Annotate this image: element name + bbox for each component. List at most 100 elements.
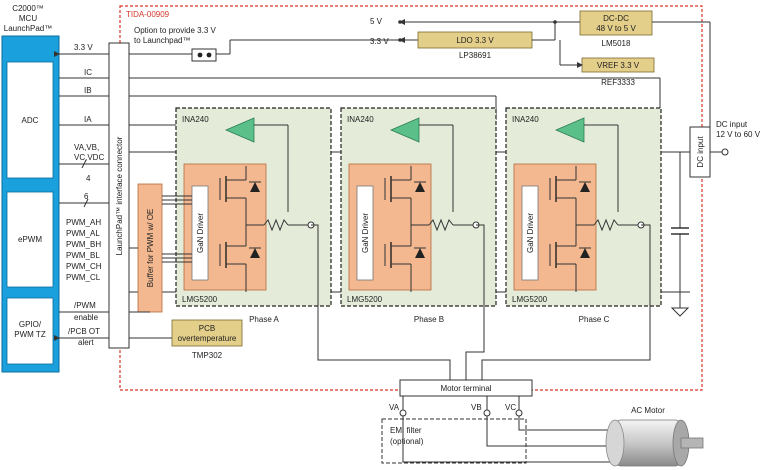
vb-terminal	[483, 409, 491, 417]
adc-label: ADC	[22, 116, 39, 125]
pwm-buffer-label: Buffer for PWM w/ OE	[146, 209, 155, 288]
interface-connector-label: LaunchPad™ interface connector	[115, 136, 124, 255]
dcdc-block	[579, 10, 653, 36]
phase-a-gan-driver-label: GaN Driver	[196, 213, 205, 253]
phase-c-high-side-fet	[549, 166, 591, 202]
vb-motor-wire	[486, 416, 620, 447]
vb-label: VB	[471, 403, 482, 412]
vc-label: VC	[505, 403, 516, 412]
jumper-pin-1	[197, 52, 203, 58]
phase-a-shunt-resistor	[263, 218, 289, 232]
ib-label: IB	[84, 86, 92, 95]
dc-input-note-line-2: 12 V to 60 V	[716, 130, 761, 139]
pcb-temp-part: TMP302	[192, 351, 223, 360]
phase-b-module: INA240 GaN Driver LMG520	[340, 107, 497, 324]
phase-b-to-motor-wire	[465, 224, 485, 380]
vc-motor-wire	[518, 416, 620, 431]
motor-terminal-block	[399, 379, 533, 397]
dcdc-label-line-1: DC-DC	[603, 14, 629, 23]
pwm-al-label: PWM_AL	[66, 229, 100, 238]
pcb-temp-block	[171, 319, 243, 347]
interface-connector	[108, 42, 130, 349]
motor-terminal-label: Motor terminal	[440, 384, 491, 393]
pwm-enable-line-2: enable	[74, 313, 99, 322]
phase-b-shunt-resistor	[428, 218, 454, 232]
phase-a-gan-driver	[191, 185, 209, 281]
gpio-block	[6, 297, 54, 365]
phase-b-high-side-fet	[384, 166, 426, 202]
phase-c-driver-ic: LMG5200	[512, 295, 548, 304]
phase-a-name: Phase A	[249, 315, 279, 324]
ldo-label: LDO 3.3 V	[456, 36, 494, 45]
pwm-buffer	[137, 183, 163, 313]
dcdc-part: LM5018	[602, 39, 631, 48]
jumper-option	[191, 48, 217, 62]
phase-a-current-amp	[224, 117, 255, 143]
phase-b-driver-ic: LMG5200	[347, 295, 383, 304]
pcb-ot-line-1: /PCB OT	[68, 327, 100, 336]
bus-width-4: 4	[86, 174, 91, 183]
phase-c-to-motor-wire	[481, 224, 651, 380]
mcu-title-line-1: C2000™	[12, 4, 44, 13]
phase-a-module: INA240 GaN Driver LMG520	[175, 107, 332, 324]
pwm-cl-label: PWM_CL	[66, 273, 101, 282]
phase-a-high-side-fet	[219, 166, 261, 202]
phase-c-shunt-resistor	[593, 218, 619, 232]
emi-filter-line-2: (optional)	[390, 437, 424, 446]
jumper-pin-2	[206, 52, 212, 58]
emi-filter-line-1: EMI filter	[390, 426, 422, 435]
ldo-5v-node	[553, 20, 557, 24]
phase-c-gan-driver	[521, 185, 539, 281]
ldo-part: LP38691	[459, 51, 492, 60]
adc-block	[6, 61, 54, 179]
pwm-bh-label: PWM_BH	[66, 240, 101, 249]
phase-a-amp-label: INA240	[182, 115, 209, 124]
ac-motor	[605, 419, 704, 467]
dc-input-terminal	[721, 148, 729, 156]
pwm-ah-label: PWM_AH	[66, 218, 101, 227]
pwm-bl-label: PWM_BL	[66, 251, 100, 260]
option-note-line-1: Option to provide 3.3 V	[134, 26, 216, 35]
rail-33v-label: 3.3 V	[370, 37, 389, 46]
design-id-label: TIDA-00909	[126, 10, 170, 19]
phase-b-gan-driver	[356, 185, 374, 281]
vc-vdc-label: VC,VDC	[74, 153, 104, 162]
dc-input-box-label: DC input	[696, 136, 705, 168]
va-vb-label: VA,VB,	[74, 143, 99, 152]
va-motor-wire	[402, 416, 620, 463]
phase-a-low-side-fet	[219, 242, 261, 292]
phase-c-amp-label: INA240	[512, 115, 539, 124]
bus-width-6: 6	[84, 192, 89, 201]
voltage-bus-slash	[81, 159, 87, 169]
phase-c-low-side-fet	[549, 242, 591, 292]
va-terminal	[399, 409, 407, 417]
phase-b-current-amp	[389, 117, 420, 143]
dcdc-label-line-2: 48 V to 5 V	[596, 24, 636, 33]
ic-label: IC	[84, 68, 92, 77]
emi-filter	[381, 418, 527, 464]
vref-part: REF3333	[601, 78, 635, 87]
phase-a-driver-ic: LMG5200	[182, 295, 218, 304]
gpio-label-line-2: PWM TZ	[14, 330, 46, 339]
va-label: VA	[389, 403, 400, 412]
rail-5v-node	[398, 20, 402, 24]
vref-label: VREF 3.3 V	[597, 61, 640, 70]
pcb-temp-line-2: overtemperature	[178, 334, 237, 343]
phase-c-module: INA240 GaN Driver LMG520	[505, 107, 662, 324]
mcu-title-line-2: MCU	[19, 14, 37, 23]
pcb-temp-line-1: PCB	[199, 324, 215, 333]
gpio-label-line-1: GPIO/	[19, 320, 42, 329]
phase-c-gan-driver-label: GaN Driver	[526, 213, 535, 253]
phase-b-gan-driver-label: GaN Driver	[361, 213, 370, 253]
pwm-bus-slash	[83, 198, 89, 208]
motor-shaft	[680, 437, 704, 449]
pwm-enable-line-1: /PWM	[74, 301, 96, 310]
phase-b-low-side-fet	[384, 242, 426, 292]
rail-33v-node	[398, 38, 402, 42]
rail-5v-label: 5 V	[370, 17, 383, 26]
ground-symbol	[670, 307, 690, 317]
vc-terminal	[515, 409, 523, 417]
phase-c-current-amp	[554, 117, 585, 143]
mcu-title-line-3: LaunchPad™	[4, 24, 52, 33]
